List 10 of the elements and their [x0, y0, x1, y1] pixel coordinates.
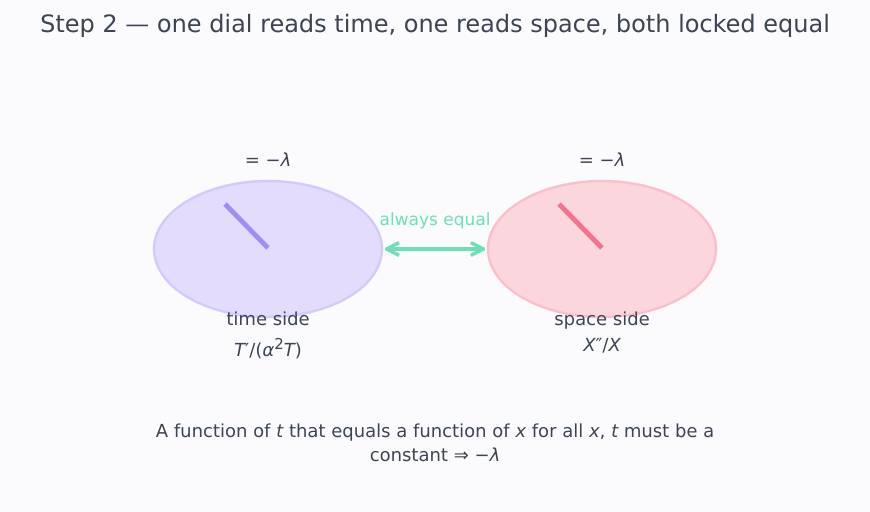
formula-label: X″/X	[582, 335, 622, 356]
node-label: space side	[553, 309, 651, 330]
equation-heading: = −λ	[578, 150, 626, 171]
double-arrow	[384, 240, 486, 258]
diagram-title: Step 2 — one dial reads time, one reads space, both locked equal	[39, 10, 831, 38]
equation-heading: = −λ	[244, 150, 292, 171]
formula-label: T′/(α$^{2}$T)	[233, 335, 303, 361]
node-label: time side	[225, 309, 311, 330]
edge-label: always equal	[378, 210, 492, 230]
caption: A function of t that equals a function of x for all x, t must be a constant ⇒ −λ	[154, 420, 716, 468]
